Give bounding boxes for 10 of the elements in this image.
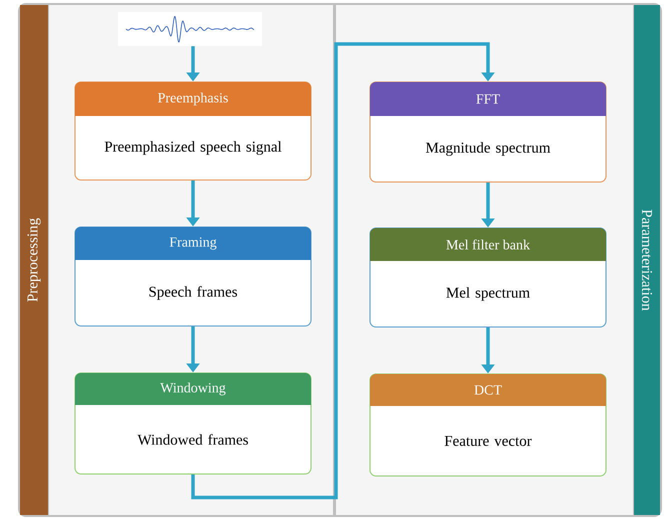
- process-box: Mel filter bank Mel spectrum: [370, 228, 606, 328]
- process-box: FFT Magnitude spectrum: [370, 82, 606, 182]
- side-band: Preprocessing: [20, 5, 48, 515]
- process-box: Framing Speech frames: [74, 226, 312, 326]
- process-box: DCT Feature vector: [370, 374, 606, 476]
- arrow: [191, 42, 495, 500]
- waveform-picture: [118, 12, 262, 46]
- side-band: Parameterization: [634, 5, 660, 515]
- process-box: Windowing Windowed frames: [74, 372, 312, 474]
- process-box: Preemphasis Preemphasized speech signal: [74, 82, 312, 180]
